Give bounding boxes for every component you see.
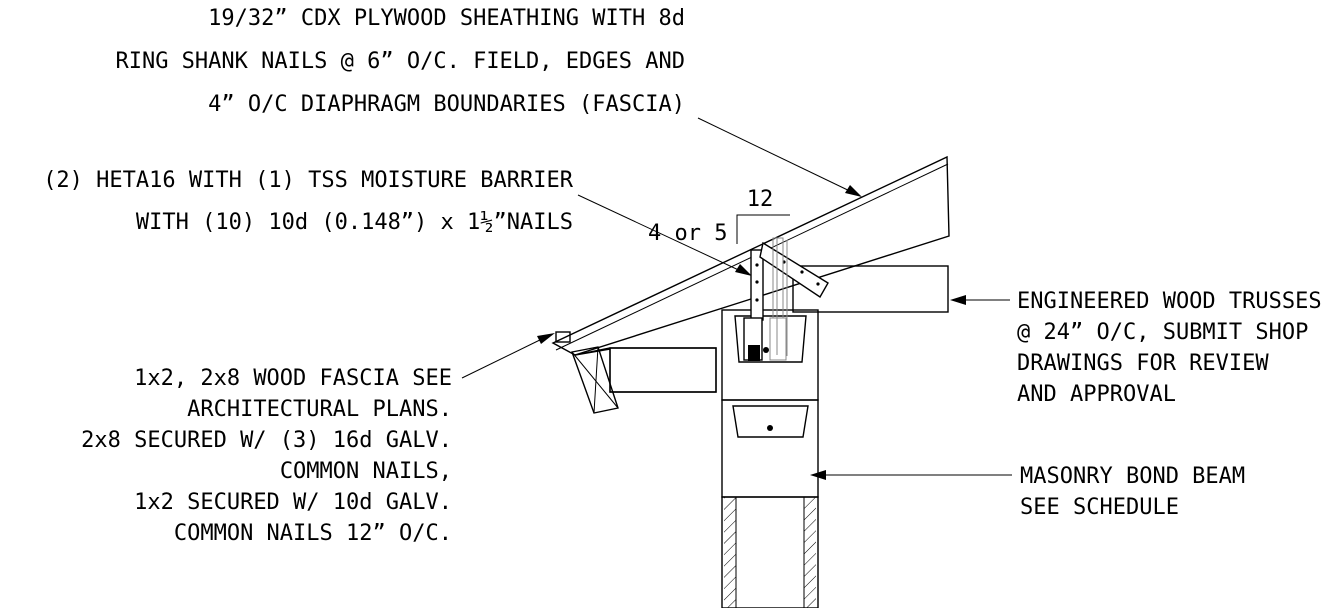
fascia-note-line: COMMON NAILS 12” O/C. [174,521,452,546]
heta-note-line: (2) HETA16 WITH (1) TSS MOISTURE BARRIER [43,168,574,193]
trusses-note: ENGINEERED WOOD TRUSSES @ 24” O/C, SUBMI… [1017,289,1322,407]
trusses-note-line: AND APPROVAL [1017,382,1176,407]
fascia-note-line: 1x2, 2x8 WOOD FASCIA SEE [134,366,452,391]
bond-beam-block [721,399,819,498]
heta-leader [577,194,746,274]
fascia-leader [461,335,549,379]
leader-arrowhead [735,264,752,276]
sheathing-note-line: 19/32” CDX PLYWOOD SHEATHING WITH 8d [208,6,685,31]
heta16-strap-second [769,237,788,361]
sheathing-note: 19/32” CDX PLYWOOD SHEATHING WITH 8d RIN… [115,6,685,117]
cmu-face-shell [804,497,816,608]
bond-beam-note-line: SEE SCHEDULE [1020,495,1179,520]
fascia-board [555,331,619,414]
leader-lines [461,117,1012,480]
heta-note: (2) HETA16 WITH (1) TSS MOISTURE BARRIER… [43,168,574,235]
heta-note-line: WITH (10) 10d (0.148”) x 1½”NAILS [136,210,573,235]
truss-bottom-chord [574,347,717,393]
truss-member [792,265,949,313]
leader-arrowhead [950,295,966,305]
slope-triangle [736,214,790,244]
fascia-note: 1x2, 2x8 WOOD FASCIA SEE ARCHITECTURAL P… [81,366,452,546]
grout-fill [734,315,807,363]
trusses-note-line: DRAWINGS FOR REVIEW [1017,351,1269,376]
sheathing-note-line: 4” O/C DIAPHRAGM BOUNDARIES (FASCIA) [208,92,685,117]
strap-bent-leg [759,241,829,298]
leader-arrowhead [537,333,555,344]
fascia-note-line: 1x2 SECURED W/ 10d GALV. [134,490,452,515]
cmu-face-shell [724,497,736,608]
grout-fill [732,405,809,438]
bond-beam-note-line: MASONRY BOND BEAM [1020,464,1245,489]
fascia-1x2 [555,331,571,343]
fascia-note-line: 2x8 SECURED W/ (3) 16d GALV. [81,428,452,453]
fascia-note-line: COMMON NAILS, [280,459,452,484]
bond-beam-note: MASONRY BOND BEAM SEE SCHEDULE [1020,464,1245,520]
slope-run-label: 12 [747,187,774,212]
rebar [763,347,769,353]
fascia-note-line: ARCHITECTURAL PLANS. [187,397,452,422]
leader-arrowhead [845,185,862,197]
sheathing-leader [697,117,857,195]
trusses-note-line: ENGINEERED WOOD TRUSSES [1017,289,1322,314]
cmu-block [721,496,819,608]
sheathing-note-line: RING SHANK NAILS @ 6” O/C. FIELD, EDGES … [115,49,685,74]
rebar [767,425,773,431]
trusses-note-line: @ 24” O/C, SUBMIT SHOP [1017,320,1308,345]
masonry-wall [721,309,819,608]
